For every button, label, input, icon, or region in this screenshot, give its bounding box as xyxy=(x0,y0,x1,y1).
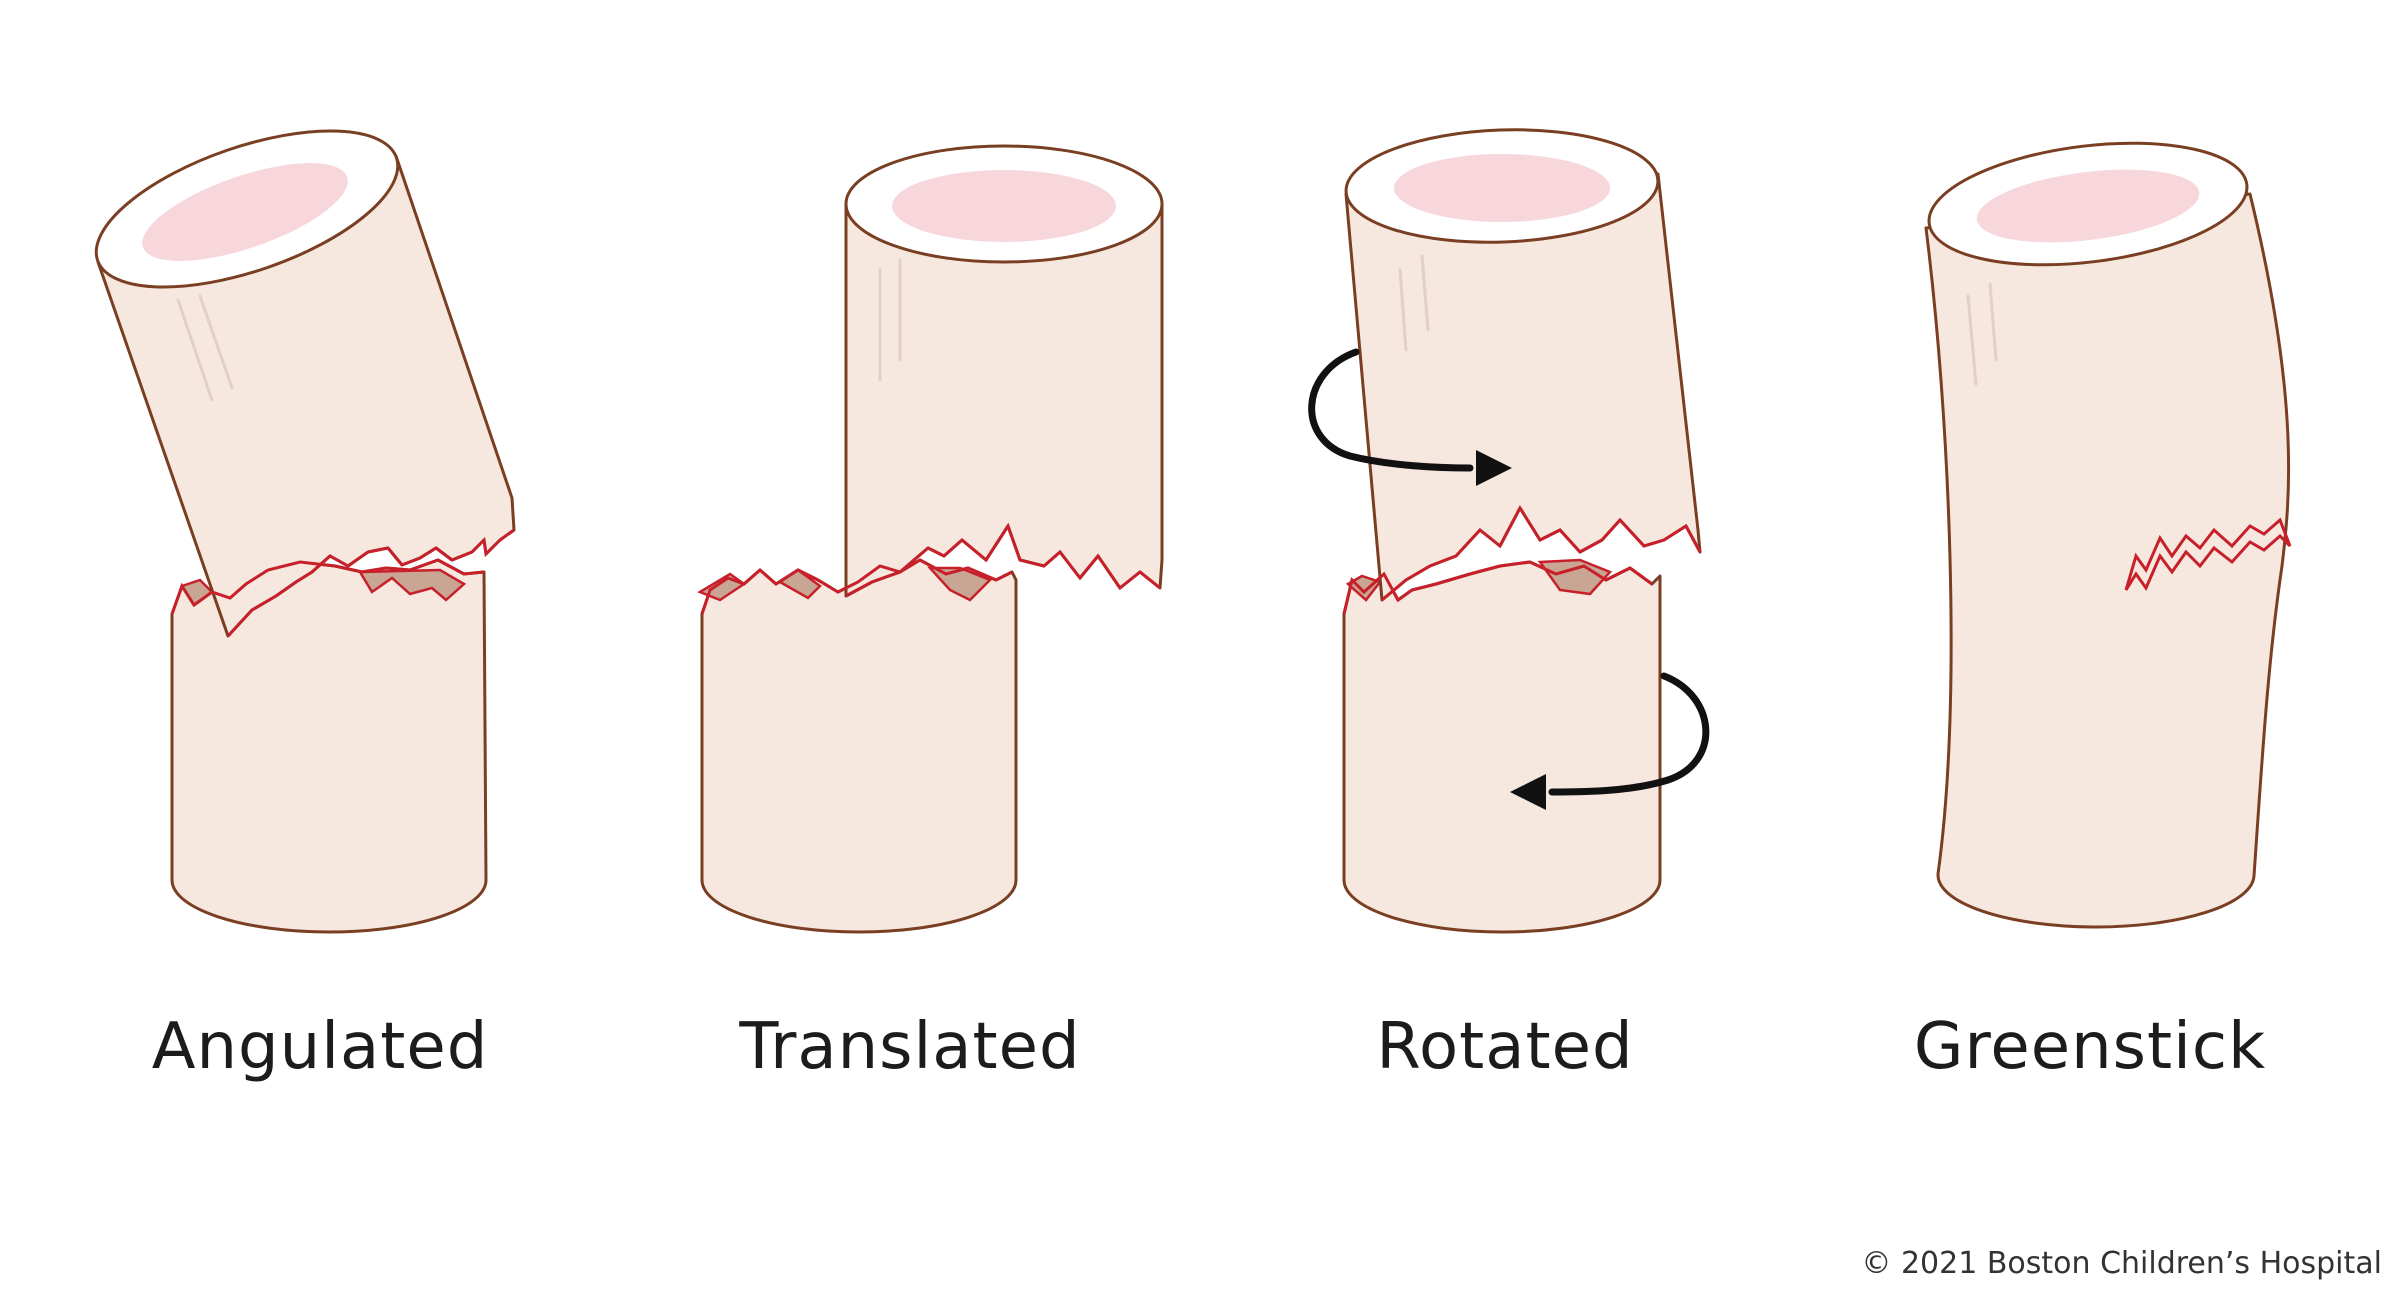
angulated-bone xyxy=(94,129,516,934)
greenstick-shading xyxy=(1966,282,1998,386)
greenstick-bone xyxy=(1924,141,2292,929)
greenstick-shaft xyxy=(1924,192,2291,929)
label-greenstick: Greenstick xyxy=(1913,1010,2267,1084)
angulated-fracture-line xyxy=(226,528,515,638)
rotation-arrow-lower xyxy=(1548,672,1710,796)
rotated-fracture-line-upper xyxy=(1381,504,1702,602)
translated-marrow xyxy=(892,170,1116,242)
rotated-bone xyxy=(1308,128,1710,934)
translated-fracture-line-lower xyxy=(700,558,1013,615)
rotation-arrow-upper xyxy=(1308,348,1474,472)
translated-lower-fragment xyxy=(700,558,1018,934)
greenstick-marrow xyxy=(1976,169,2200,243)
rotation-arrow-upper-head xyxy=(1476,450,1512,486)
angulated-lower-fragment xyxy=(170,558,488,934)
angulated-fracture-line-lower xyxy=(170,558,485,615)
translated-fracture-line-upper xyxy=(845,522,1161,598)
greenstick-fracture-line xyxy=(2124,517,2292,592)
label-translated: Translated xyxy=(739,1010,1081,1084)
rotated-fracture-line-lower xyxy=(1342,560,1653,615)
rotated-marrow xyxy=(1394,154,1610,222)
angulated-shading xyxy=(176,294,234,402)
translated-bone xyxy=(697,144,1164,934)
translated-shading xyxy=(878,258,902,382)
rotation-arrow-lower-head xyxy=(1510,774,1546,810)
angulated-marrow xyxy=(142,163,348,261)
label-angulated: Angulated xyxy=(151,1010,489,1084)
rotated-lower-fragment xyxy=(1342,560,1662,934)
label-rotated: Rotated xyxy=(1376,1010,1634,1084)
copyright-notice: © 2021 Boston Children’s Hospital xyxy=(1861,1246,2382,1281)
rotated-shading xyxy=(1398,254,1430,352)
